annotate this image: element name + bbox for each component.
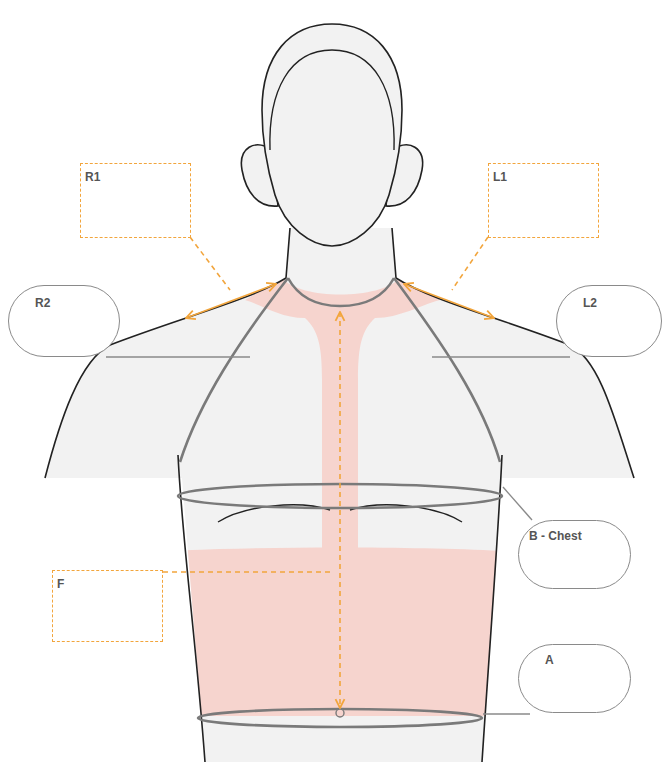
measure-box: F bbox=[52, 570, 163, 642]
value-pill: L2 bbox=[556, 285, 662, 357]
measure-label: R1 bbox=[85, 170, 186, 184]
pink-region bbox=[150, 278, 520, 762]
measure-label: A bbox=[545, 653, 604, 667]
value-pill: R2 bbox=[8, 285, 120, 357]
measure-label: B - Chest bbox=[529, 529, 620, 543]
measure-label: F bbox=[57, 577, 158, 591]
value-pill: A bbox=[518, 644, 631, 713]
value-pill: B - Chest bbox=[518, 520, 631, 589]
leader-line bbox=[106, 357, 570, 714]
ring-marker bbox=[336, 709, 344, 717]
measure-label: L1 bbox=[493, 170, 594, 184]
head bbox=[262, 24, 402, 246]
hairline bbox=[270, 50, 394, 150]
measure-line bbox=[178, 278, 502, 727]
measure-arrow bbox=[163, 237, 494, 708]
measure-box: R1 bbox=[80, 163, 191, 238]
measure-label: R2 bbox=[35, 296, 93, 310]
body-fill bbox=[45, 228, 634, 762]
measure-box: L1 bbox=[488, 163, 599, 238]
measure-label: L2 bbox=[583, 296, 635, 310]
